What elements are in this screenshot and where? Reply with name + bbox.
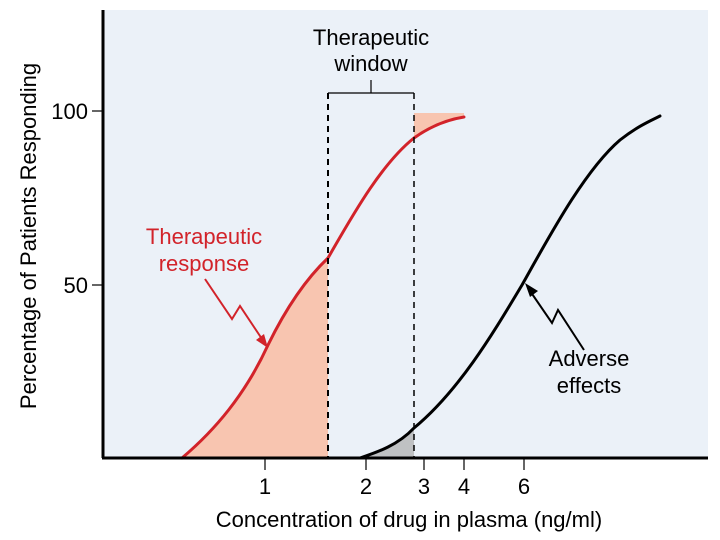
adverse-effects-curve — [358, 114, 662, 460]
y-tick-label-50: 50 — [64, 273, 88, 298]
therapeutic-response-curve — [180, 115, 466, 460]
adverse-effects-arrow — [527, 287, 585, 351]
adverse-in-window-shaded-area — [360, 428, 414, 458]
therapeutic-response-arrow — [204, 278, 267, 346]
x-tick-label-1: 1 — [259, 474, 271, 499]
therapeutic-window-label-line2: window — [333, 51, 407, 76]
therapeutic-response-label-line1: Therapeutic — [146, 224, 262, 249]
plot-area — [102, 10, 708, 458]
y-axis-label: Percentage of Patients Responding — [16, 63, 41, 409]
x-tick-label-2: 2 — [360, 474, 372, 499]
therapeutic-window-label-line1: Therapeutic — [313, 25, 429, 50]
x-tick-label-4: 4 — [458, 474, 470, 499]
adverse-effects-label-line2: effects — [557, 373, 621, 398]
x-axis-label: Concentration of drug in plasma (ng/ml) — [216, 507, 602, 532]
y-tick-label-100: 100 — [51, 99, 88, 124]
x-tick-label-3: 3 — [418, 474, 430, 499]
x-tick-label-6: 6 — [518, 474, 530, 499]
adverse-effects-arrowhead — [525, 283, 538, 297]
therapeutic-response-arrowhead — [256, 334, 268, 348]
subtherapeutic-shaded-area — [182, 258, 328, 458]
adverse-effects-label-line1: Adverse — [549, 346, 630, 371]
therapeutic-response-label-line2: response — [159, 251, 250, 276]
